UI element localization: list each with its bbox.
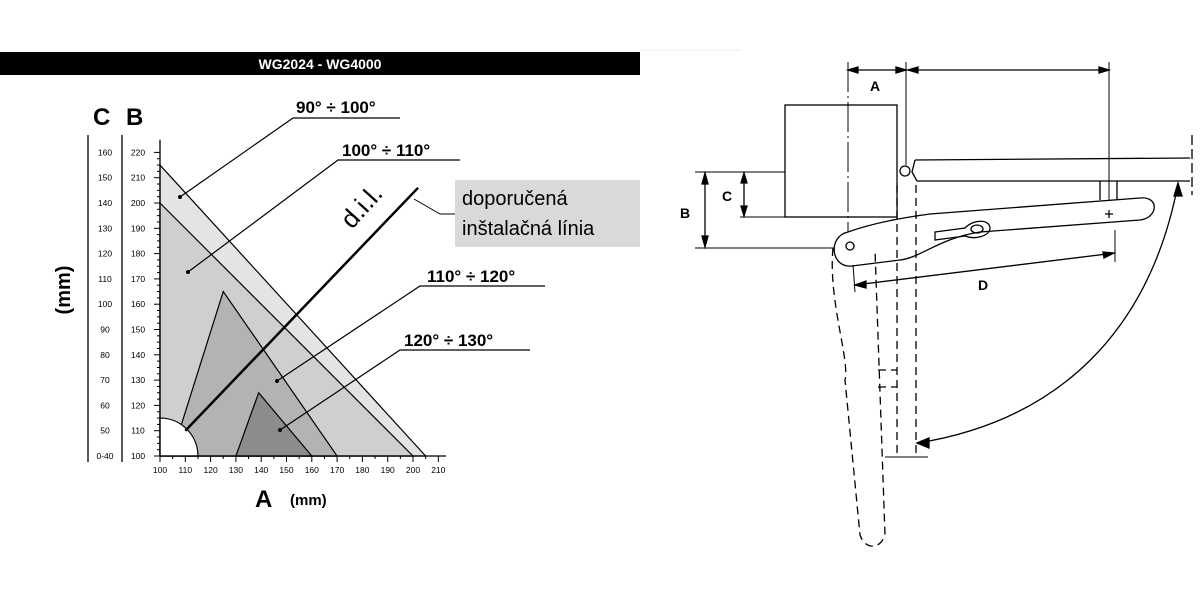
a-tick-label: 110	[179, 465, 193, 475]
a-tick-label: 120	[204, 465, 218, 475]
a-tick-label: 140	[254, 465, 268, 475]
zone-dot-3	[278, 428, 282, 432]
b-tick-label: 110	[131, 426, 145, 436]
zone-dot-2	[275, 379, 279, 383]
c-tick-label: 90	[100, 325, 110, 335]
b-tick-label: 200	[131, 198, 145, 208]
zone-dot-0	[178, 195, 182, 199]
c-tick-label: 110	[98, 274, 112, 284]
a-tick-label: 200	[406, 465, 420, 475]
header-title: WG2024 - WG4000	[259, 56, 382, 72]
callout-text-1: doporučená	[462, 188, 569, 210]
c-tick-label: 150	[98, 173, 112, 183]
a-tick-label: 180	[355, 465, 369, 475]
c-tick-label: 130	[98, 223, 112, 233]
c-tick-label: 140	[98, 198, 112, 208]
zone-label-110-120: 110° ÷ 120°	[427, 267, 515, 286]
a-tick-label: 130	[229, 465, 243, 475]
b-tick-label: 150	[131, 325, 145, 335]
callout-box	[455, 180, 640, 247]
b-tick-label: 120	[131, 400, 145, 410]
dim-c-label: C	[722, 188, 732, 204]
a-tick-label: 150	[279, 465, 293, 475]
b-tick-label: 140	[131, 350, 145, 360]
c-tick-label: 80	[100, 350, 110, 360]
vertical-unit-label: (mm)	[53, 266, 75, 315]
zone-leader-2	[276, 285, 545, 382]
c-tick-label: 120	[98, 249, 112, 259]
axis-c-label: C	[93, 104, 110, 131]
a-tick-label: 100	[153, 465, 167, 475]
zone-leader-3	[279, 349, 530, 431]
zone-label-120-130: 120° ÷ 130°	[404, 331, 493, 350]
b-tick-label: 130	[131, 375, 145, 385]
c-tick-label: 100	[98, 299, 112, 309]
c-tick-label: 160	[98, 147, 112, 157]
dim-b-label: B	[680, 205, 690, 221]
b-tick-label: 180	[131, 249, 145, 259]
zone-label-90-100: 90° ÷ 100°	[296, 98, 376, 117]
motor-box	[784, 104, 898, 218]
a-tick-label: 190	[381, 465, 395, 475]
a-tick-label: 170	[330, 465, 344, 475]
a-tick-label: 210	[431, 465, 445, 475]
b-tick-label: 170	[131, 274, 145, 284]
b-tick-label: 210	[131, 173, 145, 183]
zone-leader-0	[179, 117, 400, 198]
b-tick-label: 160	[131, 299, 145, 309]
dim-d-label: D	[978, 277, 988, 293]
c-tick-label: 60	[100, 400, 110, 410]
selection-chart: 220 210 200 190 180 170 160 150 140 130 120 110 100 1…	[87, 117, 545, 475]
axis-a-unit: (mm)	[290, 492, 327, 509]
dil-line	[184, 186, 419, 432]
c-tick-label: 70	[100, 375, 110, 385]
zone-leader-1	[187, 159, 460, 273]
a-tick-label: 160	[305, 465, 319, 475]
b-tick-label: 190	[131, 223, 145, 233]
installation-drawing	[695, 62, 1193, 547]
dim-a-label: A	[870, 78, 880, 94]
header-bar	[0, 52, 640, 75]
zone-label-100-110: 100° ÷ 110°	[342, 141, 430, 160]
c-tick-label: 50	[100, 426, 110, 436]
c-tick-label: 0-40	[96, 451, 113, 461]
callout-text-2: inštalačná línia	[462, 218, 595, 240]
b-tick-label: 220	[131, 147, 145, 157]
zone-dot-1	[186, 270, 190, 274]
axis-a-label: A	[255, 486, 272, 513]
axis-b-label: B	[126, 104, 143, 131]
b-tick-label: 100	[131, 451, 145, 461]
